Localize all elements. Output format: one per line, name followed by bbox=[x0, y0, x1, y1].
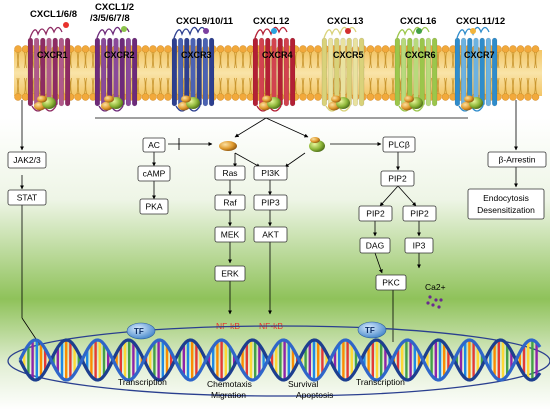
receptor-labels: CXCR1 CXCR2 CXCR3 CXCR4 CXCR5 CXCR6 CXCR… bbox=[37, 50, 495, 60]
gprotein-7 bbox=[461, 95, 483, 111]
ligand-dot-red bbox=[63, 22, 69, 28]
svg-text:AKT: AKT bbox=[262, 230, 279, 240]
tf-right: TF bbox=[357, 321, 387, 339]
box-pip3: PIP3 bbox=[253, 194, 288, 211]
receptor-label-cxcr6: CXCR6 bbox=[405, 50, 436, 60]
svg-text:β-Arrestin: β-Arrestin bbox=[498, 155, 535, 165]
outcome-migration: Migration bbox=[211, 390, 246, 400]
svg-text:ERK: ERK bbox=[221, 269, 239, 279]
box-ras: Ras bbox=[214, 165, 246, 181]
svg-text:JAK2/3: JAK2/3 bbox=[13, 155, 41, 165]
dna-helix bbox=[18, 338, 542, 382]
receptor-label-cxcr4: CXCR4 bbox=[262, 50, 293, 60]
box-pkc: PKC bbox=[375, 274, 407, 291]
svg-text:cAMP: cAMP bbox=[143, 169, 166, 179]
svg-text:PIP2: PIP2 bbox=[410, 209, 429, 219]
box-erk: ERK bbox=[214, 265, 246, 282]
box-akt: AKT bbox=[253, 226, 288, 243]
svg-text:PIP3: PIP3 bbox=[261, 198, 280, 208]
ligand-dot-green2 bbox=[416, 28, 422, 34]
box-dag: DAG bbox=[359, 237, 391, 254]
box-jak: JAK2/3 bbox=[7, 151, 47, 169]
svg-text:IP3: IP3 bbox=[413, 241, 426, 251]
gprotein-6 bbox=[401, 95, 423, 111]
ligand-cxcl13: CXCL13 bbox=[327, 16, 363, 27]
outcome-chemotaxis: Chemotaxis bbox=[207, 379, 252, 389]
svg-text:STAT: STAT bbox=[17, 193, 37, 203]
svg-text:Ras: Ras bbox=[222, 168, 237, 178]
box-ac: AC bbox=[142, 137, 166, 153]
gprotein-5 bbox=[328, 95, 350, 111]
svg-text:PIP2: PIP2 bbox=[388, 174, 407, 184]
calcium-dots bbox=[426, 295, 443, 309]
gprotein-pathway-icons bbox=[219, 137, 325, 152]
ligand-cxcl1-6-8: CXCL1/6/8 bbox=[30, 9, 77, 20]
ligand-cxcl11-12: CXCL11/12 bbox=[456, 16, 505, 27]
box-pka: PKA bbox=[139, 198, 169, 215]
ligand-dot-green bbox=[121, 26, 127, 32]
ligand-dot-orange bbox=[470, 28, 476, 34]
svg-text:PI3K: PI3K bbox=[261, 168, 280, 178]
svg-text:Raf: Raf bbox=[223, 198, 237, 208]
tf-left: TF bbox=[126, 322, 156, 340]
receptor-label-cxcr7: CXCR7 bbox=[464, 50, 495, 60]
ligand-cxcl16: CXCL16 bbox=[400, 16, 436, 27]
ligand-dot-red2 bbox=[345, 28, 351, 34]
svg-text:DAG: DAG bbox=[366, 241, 384, 251]
ligand-cxcl9-10-11: CXCL9/10/11 bbox=[176, 16, 234, 27]
receptor-label-cxcr5: CXCR5 bbox=[333, 50, 364, 60]
box-plcb: PLCβ bbox=[382, 136, 416, 153]
receptor-label-cxcr3: CXCR3 bbox=[181, 50, 212, 60]
ca-label: Ca2+ bbox=[425, 282, 446, 292]
box-stat: STAT bbox=[7, 189, 47, 206]
ligand-dot-purple bbox=[203, 28, 209, 34]
svg-text:PKC: PKC bbox=[382, 278, 399, 288]
svg-text:PIP2: PIP2 bbox=[366, 209, 385, 219]
outcome-apoptosis: Apoptosis bbox=[296, 390, 333, 400]
box-camp: cAMP bbox=[137, 165, 171, 182]
receptor-cxcr5 bbox=[321, 26, 365, 112]
outcome-transcription-left: Transcription bbox=[118, 377, 167, 387]
box-pip2_top: PIP2 bbox=[380, 170, 415, 187]
svg-text:Desensitization: Desensitization bbox=[477, 205, 535, 215]
gprotein-3 bbox=[178, 95, 200, 111]
outcome-transcription-right: Transcription bbox=[356, 377, 405, 387]
gprotein-4 bbox=[259, 95, 281, 111]
outcome-survival: Survival bbox=[288, 379, 318, 389]
svg-text:Endocytosis: Endocytosis bbox=[483, 193, 529, 203]
receptor-cxcr1 bbox=[27, 26, 71, 112]
ligand-labels: CXCL1/6/8 CXCL1/2 /3/5/6/7/8 CXCL9/10/11… bbox=[30, 2, 505, 34]
svg-text:MEK: MEK bbox=[221, 230, 240, 240]
svg-text:TF: TF bbox=[134, 327, 144, 336]
box-pip2_right: PIP2 bbox=[402, 205, 437, 222]
svg-text:TF: TF bbox=[365, 326, 375, 335]
ligand-cxcl12: CXCL12 bbox=[253, 16, 289, 27]
box-raf: Raf bbox=[214, 194, 246, 211]
box-pi3k: PI3K bbox=[253, 165, 288, 181]
box-mek: MEK bbox=[214, 226, 246, 243]
ligand-cxcl1-2-cont: /3/5/6/7/8 bbox=[90, 13, 130, 24]
ligand-dot-blue bbox=[271, 28, 277, 34]
receptor-label-cxcr2: CXCR2 bbox=[104, 50, 135, 60]
box-pip2_left: PIP2 bbox=[358, 205, 393, 222]
receptor-cxcr2 bbox=[94, 26, 138, 112]
svg-text:PLCβ: PLCβ bbox=[388, 140, 410, 150]
receptor-cxcr4 bbox=[252, 26, 296, 112]
receptor-cxcr6 bbox=[394, 26, 438, 112]
svg-text:PKA: PKA bbox=[145, 202, 162, 212]
ligand-cxcl1-2: CXCL1/2 bbox=[95, 2, 134, 13]
gprotein-1 bbox=[34, 95, 56, 111]
receptor-label-cxcr1: CXCR1 bbox=[37, 50, 68, 60]
box-ip3: IP3 bbox=[404, 237, 434, 254]
box-barrestin: β-Arrestin bbox=[487, 151, 547, 168]
svg-text:AC: AC bbox=[148, 140, 160, 150]
gprotein-2 bbox=[101, 95, 123, 111]
nucleus-outline bbox=[7, 325, 550, 397]
